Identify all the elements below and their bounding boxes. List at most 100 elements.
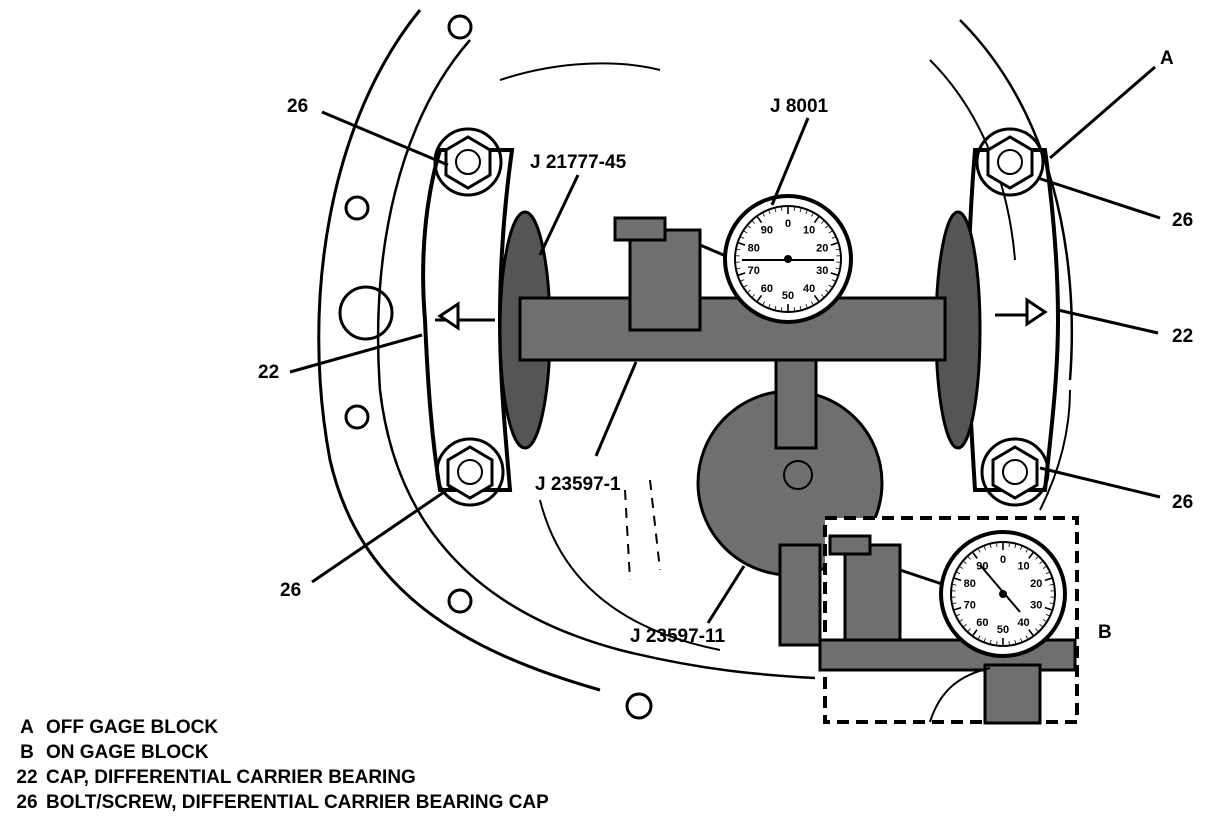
dial-tick — [959, 566, 964, 569]
callout-26-top-right: 26 — [1172, 210, 1193, 231]
housing-bolt-holes — [338, 14, 653, 720]
dial-number: 90 — [761, 225, 773, 237]
left-bearing-cap — [421, 148, 515, 492]
dial-tick — [828, 284, 833, 288]
dial-tick — [1035, 628, 1039, 632]
dial-tick — [952, 602, 957, 604]
dial-tick — [820, 220, 824, 224]
cap-bolts — [433, 127, 1050, 507]
dial-tick — [1045, 613, 1050, 617]
dial-tick — [1039, 623, 1043, 627]
dial-tick — [1042, 619, 1047, 622]
dial-number: 80 — [964, 578, 976, 590]
dial-tick — [738, 242, 746, 246]
dial-tick — [1014, 639, 1017, 644]
bolt-bottom-right — [980, 437, 1050, 507]
callout-b: B — [1098, 622, 1112, 643]
dial-tick — [1049, 584, 1054, 586]
arrow-left-icon — [437, 301, 460, 331]
dial-tick — [740, 236, 745, 239]
dial-tick — [799, 208, 802, 213]
dial-tick — [747, 289, 751, 293]
dial-number: 60 — [761, 283, 773, 295]
callout-a: A — [1160, 48, 1174, 69]
legend: A OFF GAGE BLOCK B ON GAGE BLOCK 22 CAP,… — [8, 715, 549, 815]
dial-tick — [743, 284, 748, 288]
dial-tick — [831, 236, 836, 239]
dial-number: 40 — [1017, 617, 1029, 629]
callout-26-bottom-right: 26 — [1172, 492, 1193, 513]
legend-item-b: B ON GAGE BLOCK — [8, 740, 549, 765]
callout-22-right: 22 — [1172, 326, 1193, 347]
dial-number: 40 — [803, 283, 815, 295]
dial-tick — [762, 301, 765, 305]
arbor-bar — [518, 296, 947, 362]
dial-tick — [740, 279, 745, 282]
dial-tick — [752, 294, 756, 298]
callout-j23597-11: J 23597-11 — [630, 626, 726, 647]
dial-number: 50 — [782, 290, 794, 302]
callout-j23597-1: J 23597-1 — [535, 474, 621, 495]
dial-number: 20 — [1030, 578, 1042, 590]
dial-number: 10 — [1017, 561, 1029, 573]
dial-tick — [743, 230, 748, 234]
dial-tick — [1014, 544, 1017, 549]
dial-tick — [963, 623, 967, 627]
dial-tick — [972, 629, 978, 636]
legend-text: ON GAGE BLOCK — [46, 742, 209, 763]
dial-tick — [835, 248, 840, 251]
legend-key: B — [20, 742, 34, 763]
dial-tick — [954, 577, 962, 582]
bolt-bottom-left — [435, 437, 505, 507]
dial-tick — [1028, 552, 1034, 559]
dial-tick — [956, 571, 961, 575]
bolt-top-left — [433, 127, 503, 197]
dial-tick — [1020, 638, 1023, 642]
callout-j21777: J 21777-45 — [530, 152, 627, 173]
callout-26-bottom-left: 26 — [280, 580, 301, 601]
dial-number: 70 — [748, 265, 760, 277]
dial-tick — [774, 208, 777, 213]
dial-number: 30 — [1030, 600, 1042, 612]
dial-tick — [959, 619, 964, 622]
dial-number: 0 — [1000, 554, 1006, 566]
legend-item-a: A OFF GAGE BLOCK — [8, 715, 549, 740]
dial-tick — [1020, 546, 1023, 550]
dial-tick — [752, 220, 756, 224]
dial-tick — [978, 549, 981, 553]
dial-tick — [952, 584, 957, 586]
dial-tick — [756, 294, 763, 302]
dial-holder — [613, 216, 818, 450]
dial-tick — [967, 628, 971, 632]
dial-tick — [736, 248, 741, 251]
callout-j8001: J 8001 — [770, 96, 829, 117]
dial-tick — [805, 303, 808, 308]
dial-tick — [768, 210, 771, 215]
dial-number: 50 — [997, 624, 1009, 636]
dial-tick — [736, 267, 741, 270]
callout-26-top-left: 26 — [287, 96, 308, 117]
legend-item-22: 22 CAP, DIFFERENTIAL CARRIER BEARING — [8, 765, 549, 790]
dial-tick — [972, 552, 978, 559]
dial-tick — [989, 639, 992, 644]
dial-tick — [956, 613, 961, 617]
dial-tick — [978, 635, 981, 639]
dial-number: 20 — [816, 243, 828, 255]
arrow-right-icon — [1025, 297, 1048, 327]
dial-number: 80 — [748, 243, 760, 255]
dial-tick — [811, 213, 814, 217]
carrier-housing — [317, 9, 1074, 692]
legend-text: BOLT/SCREW, DIFFERENTIAL CARRIER BEARING… — [46, 792, 549, 813]
dial-tick — [830, 272, 838, 276]
dial-tick — [1025, 635, 1028, 639]
legend-text: CAP, DIFFERENTIAL CARRIER BEARING — [46, 767, 416, 788]
dial-tick — [963, 561, 967, 565]
dial-tick — [813, 216, 820, 224]
dial-tick — [983, 638, 986, 642]
dial-tick — [830, 242, 838, 246]
dial-tick — [738, 272, 746, 276]
